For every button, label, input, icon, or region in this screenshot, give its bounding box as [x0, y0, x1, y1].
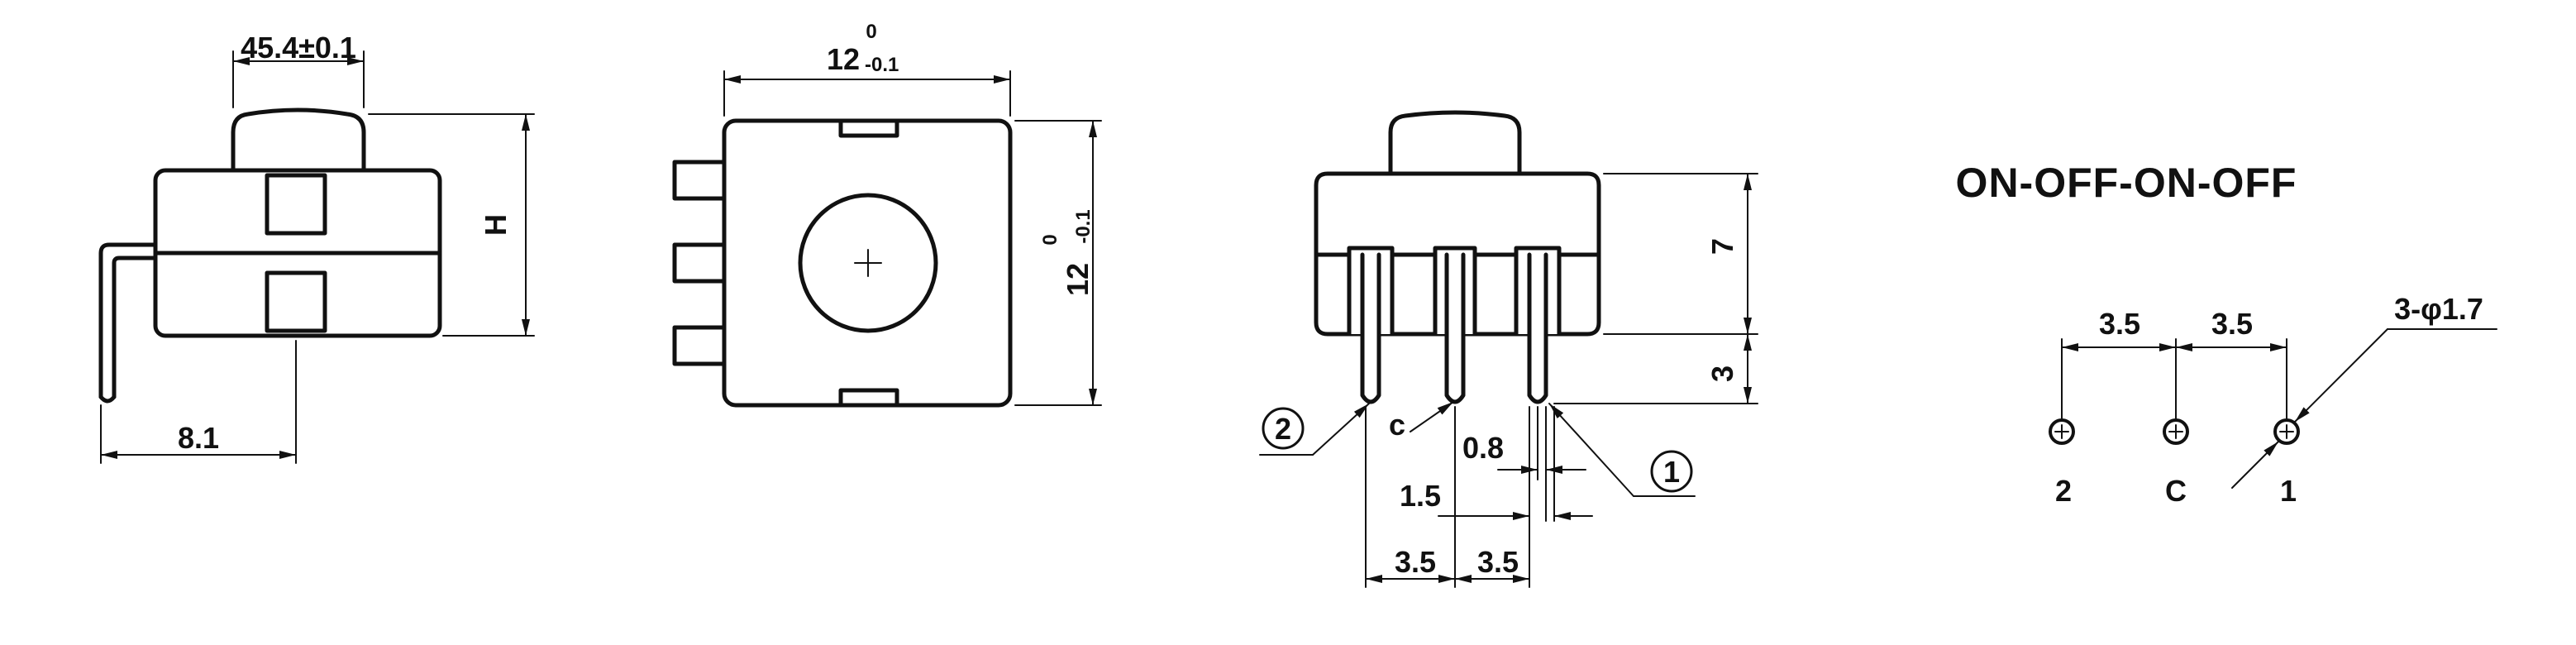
front-pitch-right-dim: 3.5 — [1477, 545, 1519, 579]
top-pin-3 — [672, 325, 727, 366]
top-pin-2 — [672, 242, 727, 284]
top-height-tol-upper: 0 — [1039, 234, 1061, 245]
front-pin-2 — [1360, 252, 1381, 404]
top-width-tol-lower: -0.1 — [865, 54, 899, 76]
schematic-pin-label-c: C — [2165, 474, 2187, 508]
top-height-tol-lower: -0.1 — [1072, 209, 1095, 243]
front-pin-label-2: 2 — [1275, 412, 1291, 446]
side-height-dim: H — [479, 214, 513, 236]
side-pin-offset-dim: 8.1 — [178, 421, 219, 455]
schematic: ON-OFF-ON-OFF 3.5 3.5 3-φ1.7 2 C 1 — [1956, 160, 2497, 508]
top-notch-bottom — [838, 388, 899, 408]
front-view: 7 3 2 c 1 0.8 1.5 3.5 3.5 — [1259, 110, 1758, 588]
front-pin-thickness-dim: 1.5 — [1400, 479, 1441, 513]
schematic-pitch-left: 3.5 — [2099, 307, 2140, 341]
top-actuator-circle — [798, 193, 938, 333]
front-height-dim: 7 — [1705, 238, 1739, 255]
top-notch-top — [838, 118, 899, 138]
hole-2 — [2049, 418, 2075, 445]
schematic-pitch-right: 3.5 — [2211, 307, 2253, 341]
side-lower-slot — [265, 270, 327, 333]
top-height-dim: 12 — [1061, 263, 1095, 296]
front-pin-label-c: c — [1389, 408, 1405, 442]
front-pitch-left-dim: 3.5 — [1395, 545, 1436, 579]
hole-c — [2163, 418, 2189, 445]
side-actuator — [231, 108, 366, 173]
front-pin-label-1-circle — [1650, 450, 1693, 493]
schematic-pin-label-1: 1 — [2280, 474, 2297, 508]
side-width-dim: 45.4±0.1 — [241, 31, 356, 64]
schematic-title: ON-OFF-ON-OFF — [1956, 160, 2297, 206]
hole-1 — [2273, 418, 2300, 445]
front-pin-label-1: 1 — [1663, 455, 1680, 489]
side-bent-pin — [98, 242, 158, 399]
side-view: 45.4±0.1 H 8.1 — [98, 31, 535, 464]
top-pin-1 — [672, 160, 727, 201]
schematic-pin-label-2: 2 — [2055, 474, 2072, 508]
top-view: 12 0 -0.1 12 0 -0.1 — [672, 21, 1102, 408]
front-pin-c — [1444, 252, 1466, 404]
front-actuator — [1388, 110, 1522, 176]
top-width-dim: 12 — [827, 42, 860, 76]
front-pin-1 — [1527, 252, 1548, 404]
schematic-hole-dim: 3-φ1.7 — [2394, 292, 2483, 326]
side-upper-slot — [265, 173, 327, 236]
side-bent-pin-inner — [112, 256, 158, 399]
top-width-tol-upper: 0 — [866, 21, 876, 43]
front-pin-label-2-circle — [1262, 407, 1305, 450]
front-pin-length-dim: 3 — [1705, 366, 1739, 382]
front-pin-width-dim: 0.8 — [1462, 431, 1504, 465]
